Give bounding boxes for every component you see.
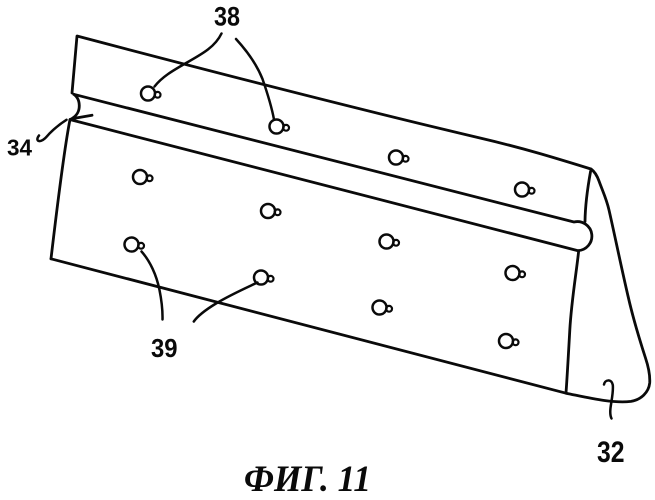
svg-text:32: 32 (597, 436, 625, 469)
svg-text:38: 38 (214, 0, 240, 31)
svg-text:ФИГ. 11: ФИГ. 11 (244, 459, 371, 500)
svg-text:34: 34 (7, 135, 32, 161)
svg-text:39: 39 (151, 333, 178, 363)
